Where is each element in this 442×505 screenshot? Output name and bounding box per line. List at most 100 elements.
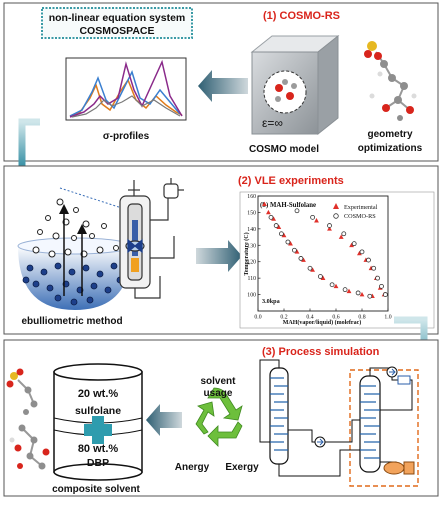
data-point-experimental	[327, 226, 332, 231]
y-tick-label: 150	[247, 210, 256, 216]
y-tick-label: 130	[247, 243, 256, 249]
data-point-cosmo-rs	[342, 287, 348, 293]
data-point-experimental	[281, 232, 287, 238]
data-point-cosmo-rs	[379, 283, 384, 289]
data-point-cosmo-rs	[329, 282, 335, 288]
data-point-cosmo-rs	[307, 265, 313, 271]
equation-box: non-linear equation system COSMOSPACE	[41, 7, 193, 39]
data-point-experimental	[357, 250, 362, 256]
data-point-cosmo-rs	[366, 257, 371, 263]
arrow-left-panel3	[146, 404, 182, 436]
bubble-dish	[17, 187, 141, 310]
x-tick-label: 0.6	[332, 315, 339, 321]
process-flowsheet	[259, 359, 419, 487]
data-point-experimental	[359, 291, 365, 297]
data-point-experimental	[276, 224, 282, 230]
data-point-cosmo-rs	[294, 208, 300, 214]
arrow-right-panel2	[196, 240, 242, 272]
x-tick-label: 0.2	[280, 315, 287, 321]
cosmo-cube: ε=∞	[250, 34, 340, 136]
data-point-cosmo-rs	[351, 241, 357, 247]
composite-solvent-label: composite solvent	[52, 484, 140, 495]
sigma-profiles-label: σ-profiles	[103, 131, 150, 142]
data-point-cosmo-rs	[285, 239, 291, 245]
cosmo-model-label: COSMO model	[249, 144, 319, 155]
vle-y-axis-label: Temperature (C)	[243, 232, 250, 275]
y-tick-label: 100	[247, 293, 256, 299]
data-point-experimental	[266, 209, 271, 215]
data-point-cosmo-rs	[317, 274, 323, 279]
y-tick-label: 120	[247, 260, 256, 266]
tank-bottom-fraction: 80 wt.%	[78, 443, 119, 455]
legend-marker-cosmo-rs	[333, 213, 339, 219]
solvent-usage-line1: solvent	[200, 376, 236, 387]
vle-plot-frame	[257, 195, 389, 312]
data-point-experimental	[301, 257, 306, 262]
solvent-usage-line2: usage	[204, 388, 233, 399]
data-point-experimental	[349, 242, 354, 248]
data-point-experimental	[294, 249, 300, 254]
data-point-cosmo-rs	[278, 231, 284, 237]
data-point-experimental	[333, 283, 339, 289]
data-point-experimental	[338, 234, 344, 239]
legend-marker-experimental	[333, 203, 339, 209]
panel1-title: (1) COSMO-RS	[263, 10, 340, 22]
data-point-cosmo-rs	[355, 290, 361, 296]
data-point-cosmo-rs	[291, 247, 297, 253]
tank-dbp-label: DBP	[87, 457, 109, 469]
y-tick-label: 140	[247, 227, 256, 233]
anergy-label: Anergy	[175, 462, 210, 473]
flow-arrow-1-2	[18, 118, 40, 170]
data-point-cosmo-rs	[359, 249, 365, 255]
data-point-cosmo-rs	[367, 293, 373, 299]
data-point-cosmo-rs	[382, 292, 388, 297]
equation-line1: non-linear equation system	[49, 12, 186, 24]
x-tick-label: 1.0	[384, 315, 391, 321]
exergy-label: Exergy	[225, 462, 259, 473]
panel3-title: (3) Process simulation	[262, 346, 380, 358]
data-point-experimental	[310, 267, 315, 272]
vle-pressure-annotation: 3.0kpa	[262, 298, 280, 305]
x-tick-label: 0.0	[254, 315, 261, 321]
recycle-icon	[195, 387, 243, 447]
tank-top-fraction: 20 wt.%	[78, 388, 119, 400]
data-point-cosmo-rs	[298, 256, 304, 261]
y-tick-label: 110	[248, 276, 257, 282]
geometry-label-line2: optimizations	[358, 143, 423, 154]
sigma-profile-plot	[65, 57, 187, 121]
composite-solvent-tank	[53, 363, 143, 481]
vle-chart-title: (b) MAH-Sulfolane	[260, 202, 316, 209]
data-point-experimental	[288, 241, 293, 246]
data-point-experimental	[262, 201, 267, 207]
legend-label-cosmo-rs: COSMO-RS	[344, 213, 376, 220]
data-point-cosmo-rs	[268, 214, 274, 220]
x-tick-label: 0.4	[306, 315, 313, 321]
geometry-label-line1: geometry	[367, 129, 412, 140]
x-tick-label: 0.8	[358, 315, 365, 321]
data-point-experimental	[346, 288, 352, 294]
vle-x-axis-label: MAH(vapor/liquid) (molefrac)	[283, 319, 362, 326]
arrow-left-panel1	[198, 70, 248, 102]
panel2-title: (2) VLE experiments	[238, 175, 344, 187]
legend-label-experimental: Experimental	[344, 204, 378, 211]
vle-chart: (b) MAH-Sulfolane 3.0kpa MAH(vapor/liqui…	[239, 191, 435, 329]
equation-line2: COSMOSPACE	[79, 25, 154, 37]
data-point-cosmo-rs	[273, 223, 279, 228]
epsilon-label: ε=∞	[262, 116, 283, 130]
data-point-cosmo-rs	[341, 231, 347, 237]
molecule-geometry-icon	[364, 41, 417, 121]
data-point-experimental	[271, 216, 276, 221]
data-point-cosmo-rs	[310, 214, 316, 220]
data-point-experimental	[320, 275, 326, 280]
vle-legend: Experimental COSMO-RS	[333, 203, 378, 220]
ebulliometric-method-label: ebulliometric method	[21, 316, 122, 327]
data-point-cosmo-rs	[327, 223, 332, 228]
y-tick-label: 160	[247, 194, 256, 200]
composite-molecule-icon	[6, 368, 50, 470]
ebulliometer-apparatus	[119, 178, 184, 299]
data-point-cosmo-rs	[375, 275, 381, 281]
data-point-experimental	[314, 218, 319, 223]
tank-sulfolane-label: sulfolane	[75, 405, 121, 417]
data-point-cosmo-rs	[371, 265, 377, 271]
